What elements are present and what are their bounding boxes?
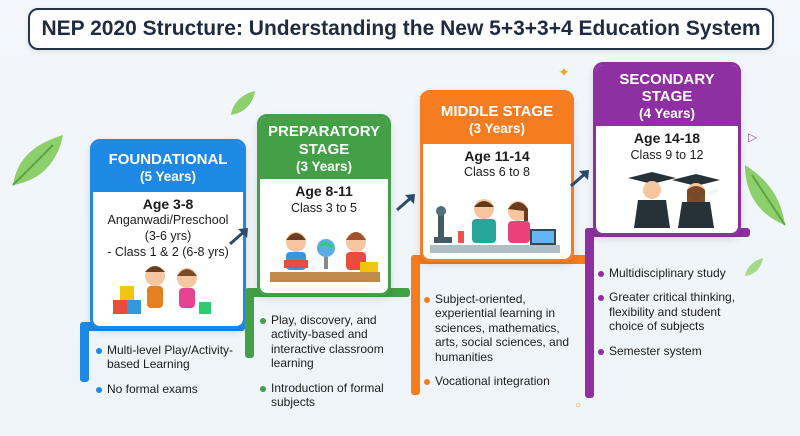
leaf-icon bbox=[745, 165, 786, 226]
list-item: Introduction of formal subjects bbox=[260, 381, 400, 410]
stage-points-foundational: Multi-level Play/Activity-based Learning… bbox=[96, 343, 236, 406]
stage-age: Age 14-18 bbox=[633, 130, 701, 147]
arrow-up-right-icon bbox=[229, 228, 248, 246]
stage-name: STAGE bbox=[298, 141, 350, 159]
stage-header: PREPARATORY STAGE (3 Years) bbox=[260, 117, 388, 180]
list-item: Subject-oriented, experiential learning … bbox=[424, 292, 574, 364]
stage-name: PREPARATORY bbox=[268, 123, 380, 140]
leaf-icon bbox=[12, 135, 63, 186]
stage-card-secondary: SECONDARY STAGE (4 Years) Age 14-18 Clas… bbox=[593, 62, 741, 236]
stage-detail: Class 9 to 12 bbox=[630, 147, 704, 162]
graduates-illustration bbox=[628, 172, 720, 228]
page-title: NEP 2020 Structure: Understanding the Ne… bbox=[41, 17, 761, 40]
stage-years: (3 Years) bbox=[295, 158, 353, 174]
stage-years: (5 Years) bbox=[139, 169, 197, 185]
kids-science-illustration bbox=[430, 199, 560, 253]
stage-name: MIDDLE STAGE bbox=[440, 103, 554, 120]
stage-years: (4 Years) bbox=[638, 105, 696, 121]
stage-header: FOUNDATIONAL (5 Years) bbox=[93, 142, 243, 192]
list-item: Semester system bbox=[598, 344, 748, 358]
stage-age: Age 3-8 bbox=[142, 195, 194, 212]
list-item: Multi-level Play/Activity-based Learning bbox=[96, 343, 236, 372]
stage-step-middle bbox=[411, 255, 420, 395]
stage-name: SECONDARY bbox=[619, 71, 715, 88]
stage-step-preparatory bbox=[245, 288, 254, 358]
leaf-icon bbox=[745, 258, 763, 276]
stage-points-preparatory: Play, discovery, and activity-based and … bbox=[260, 313, 400, 419]
stage-detail: Class 6 to 8 bbox=[463, 165, 530, 180]
list-item: Greater critical thinking, flexibility a… bbox=[598, 290, 748, 333]
stage-step-foundational bbox=[80, 322, 89, 382]
stage-age: Age 8-11 bbox=[295, 183, 353, 200]
stage-detail: Anganwadi/Preschool bbox=[107, 213, 229, 228]
list-item: Vocational integration bbox=[424, 374, 574, 388]
sparkle-icon: ✦ bbox=[558, 64, 570, 80]
stage-detail: (3-6 yrs) bbox=[144, 229, 192, 244]
stage-name: FOUNDATIONAL bbox=[108, 151, 228, 168]
stage-years: (3 Years) bbox=[468, 121, 526, 137]
stage-detail: - Class 1 & 2 (6-8 yrs) bbox=[107, 244, 229, 259]
list-item: Multidisciplinary study bbox=[598, 266, 748, 280]
sparkle-icon: ○ bbox=[575, 400, 582, 411]
kids-reading-illustration bbox=[270, 232, 380, 282]
list-item: No formal exams bbox=[96, 382, 236, 396]
list-item: Play, discovery, and activity-based and … bbox=[260, 313, 400, 371]
stage-header: SECONDARY STAGE (4 Years) bbox=[596, 65, 738, 127]
arrow-up-right-icon bbox=[570, 170, 589, 188]
kids-playing-illustration bbox=[113, 266, 211, 314]
stage-step-secondary bbox=[585, 228, 594, 398]
stage-points-secondary: Multidisciplinary study Greater critical… bbox=[598, 266, 748, 368]
arrow-up-right-icon bbox=[396, 194, 415, 212]
stage-age: Age 11-14 bbox=[464, 147, 530, 164]
sparkle-icon: ▷ bbox=[748, 130, 758, 144]
stage-header: MIDDLE STAGE (3 Years) bbox=[423, 93, 571, 144]
leaf-icon bbox=[231, 91, 255, 115]
stage-detail: Class 3 to 5 bbox=[290, 200, 357, 215]
stage-points-middle: Subject-oriented, experiential learning … bbox=[424, 292, 574, 398]
title-bar: NEP 2020 Structure: Understanding the Ne… bbox=[28, 8, 774, 50]
stage-name: STAGE bbox=[641, 88, 693, 106]
